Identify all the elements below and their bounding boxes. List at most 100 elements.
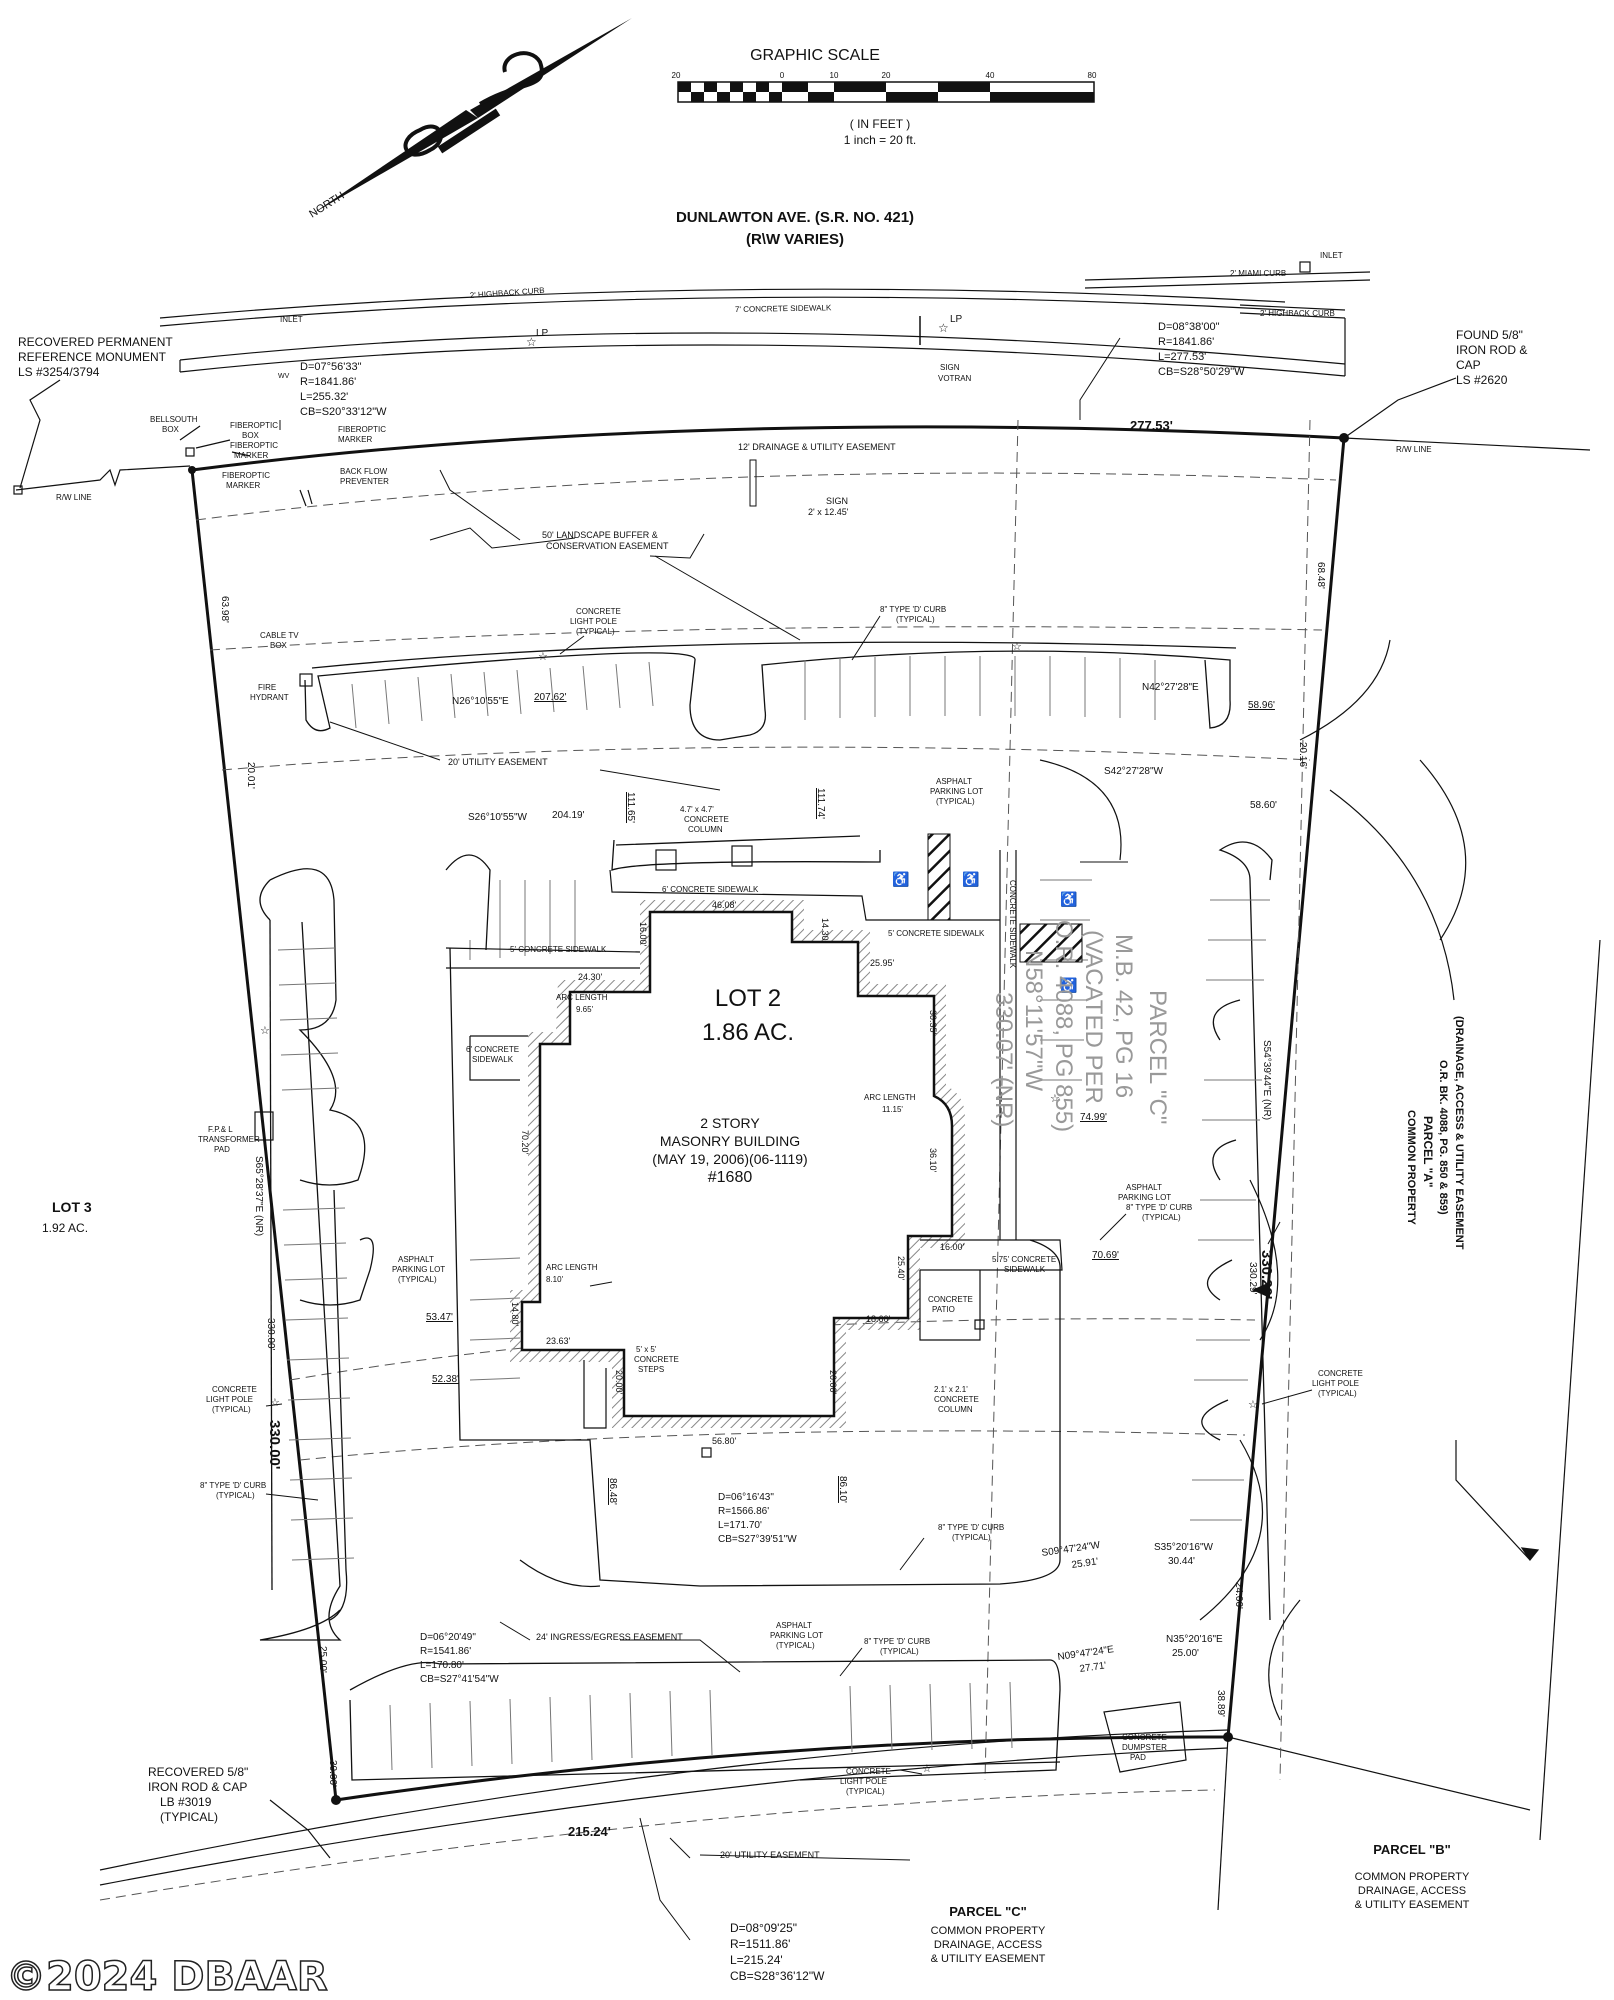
dist-5860: 58.60' (1250, 800, 1277, 811)
curb-d-bottom-2: (TYPICAL) (880, 1647, 919, 1656)
arc-length-1b: 9.65' (576, 1005, 594, 1014)
dim-18-60: 18.60' (866, 1314, 891, 1324)
dist-left: 330.00' (266, 1420, 283, 1469)
parcel-c-bottom-4: & UTILITY EASEMENT (931, 1953, 1046, 1965)
curb-right-label: 2' HIGHBACK CURB (1260, 309, 1335, 318)
recovered-rod-3: LB #3019 (160, 1795, 212, 1809)
lot3-name: LOT 3 (52, 1199, 92, 1215)
dist-5347: 53.47' (426, 1312, 453, 1323)
dumpster-1: CONCRETE (1122, 1733, 1167, 1742)
dim-14-30: 14.30' (820, 918, 830, 943)
parcel-a-4: COMMON PROPERTY (1405, 1110, 1417, 1226)
sidewalk-6-left-2: SIDEWALK (472, 1055, 514, 1064)
road-rw: (R\W VARIES) (746, 231, 844, 248)
fiberoptic-marker-2: MARKER (338, 435, 372, 444)
steps-1: 5' x 5' (636, 1345, 657, 1354)
bearing-s35: S35°20'16"W (1154, 1542, 1213, 1553)
curve-right-d: D=08°38'00" (1158, 321, 1220, 333)
light-pole-right-2: LIGHT POLE (1312, 1379, 1359, 1388)
light-star-right-icon: ☆ (938, 321, 949, 335)
drainage-12-label: 12' DRAINAGE & UTILITY EASEMENT (738, 442, 896, 452)
scale-units: ( IN FEET ) (850, 117, 910, 131)
dim-70-20: 70.20' (520, 1130, 530, 1155)
lot-area: 1.86 AC. (702, 1019, 794, 1046)
arc-length-1a: ARC LENGTH (556, 993, 608, 1002)
parking-bottom-3: (TYPICAL) (776, 1641, 815, 1650)
dim-23-63: 23.63' (546, 1336, 571, 1346)
landscape-2: CONSERVATION EASEMENT (546, 541, 669, 551)
bellsouth-2: BOX (162, 425, 180, 434)
bearing-n26: N26°10'55"E (452, 696, 509, 707)
light-pole-icon-6: ☆ (922, 1763, 932, 1775)
road-lines (159, 261, 1371, 377)
dist-7069: 70.69' (1092, 1250, 1119, 1261)
watermark: ©2024 DBAAR (6, 1954, 328, 2000)
curve-left-l: L=255.32' (300, 391, 348, 403)
building-type: MASONRY BUILDING (660, 1133, 800, 1149)
parking-right-1: ASPHALT (1126, 1183, 1162, 1192)
dist-2500r: 25.00' (1172, 1648, 1199, 1659)
sidewalk-575-2: SIDEWALK (1004, 1265, 1046, 1274)
dist-right-small: 330.29' (1247, 1262, 1258, 1295)
accessible-icon-4: ♿ (1060, 977, 1077, 994)
light-pole-top-3: (TYPICAL) (576, 627, 615, 636)
light-pole-top-1: CONCRETE (576, 607, 621, 616)
lp-right-label: LP (950, 314, 963, 325)
parcel-c-vacated-1: PARCEL "C" (1144, 990, 1171, 1124)
sidewalk-5a-label: 5' CONCRETE SIDEWALK (510, 945, 607, 954)
found-rod-3: CAP (1456, 358, 1481, 372)
curve-lower-l: L=170.80' (420, 1660, 464, 1671)
light-pole-icon-5: ☆ (1248, 1399, 1258, 1411)
backflow-2: PREVENTER (340, 477, 389, 486)
column-21-3: COLUMN (938, 1405, 973, 1414)
dist-7499: 74.99' (1080, 1112, 1107, 1123)
scale-tick-20a: 20 (672, 71, 681, 80)
scale-tick-0: 0 (780, 71, 785, 80)
dist-5238: 52.38' (432, 1374, 459, 1385)
light-star-left-icon: ☆ (526, 335, 537, 349)
rw-line-right: R/W LINE (1396, 445, 1432, 454)
sidewalk-5b-label: 5' CONCRETE SIDEWALK (888, 929, 985, 938)
lot-name: LOT 2 (715, 985, 781, 1012)
parking-left-2: PARKING LOT (392, 1265, 445, 1274)
dist-2500l: 25.00' (317, 1646, 328, 1673)
parcel-a-2: O.R. BK. 4088, PG. 850 & 859) (1437, 1060, 1449, 1215)
miami-curb-label: 2' MIAMI CURB (1230, 269, 1286, 278)
sign-label-1: SIGN (826, 496, 848, 506)
cable-tv-1: CABLE TV (260, 631, 299, 640)
transformer-1: F.P.& L (208, 1125, 233, 1134)
light-pole-bottom-3: (TYPICAL) (846, 1787, 885, 1796)
sign-label-2: 2' x 12.45' (808, 507, 849, 517)
landscape-1: 50' LANDSCAPE BUFFER & (542, 530, 658, 540)
recovered-rod-1: RECOVERED 5/8" (148, 1765, 248, 1779)
curve-bottom-d: D=08°09'25" (730, 1921, 797, 1935)
column-47-2: CONCRETE (684, 815, 729, 824)
dim-20-00b: 20.00' (828, 1370, 838, 1395)
curve-left-d: D=07°56'33" (300, 361, 362, 373)
ref-monument-3: LS #3254/3794 (18, 365, 100, 379)
curb-lines (259, 641, 1273, 1781)
dist-top: 277.53' (1130, 418, 1173, 433)
bellsouth-1: BELLSOUTH (150, 415, 198, 424)
parcel-c-vacated-3: (VACATED PER (1080, 930, 1107, 1104)
rw-line-left: R/W LINE (56, 493, 92, 502)
parcel-b-4: & UTILITY EASEMENT (1355, 1899, 1470, 1911)
dim-24-30: 24.30' (578, 972, 603, 982)
parcel-c-vacated-6: 330.07' (NR) (990, 992, 1017, 1127)
sign-votran-1: SIGN (940, 363, 960, 372)
parcel-c-vacated-2: M.B. 42, PG 16 (1110, 934, 1137, 1098)
light-pole-bottom-2: LIGHT POLE (840, 1777, 887, 1786)
dim-30-35: 30.35' (928, 1010, 938, 1035)
dim-20-00a: 20.00' (614, 1370, 624, 1395)
backflow-1: BACK FLOW (340, 467, 388, 476)
bearing-n42: N42°27'28"E (1142, 682, 1199, 693)
building-number: #1680 (708, 1169, 753, 1186)
curve-bottom-cb: CB=S28°36'12"W (730, 1969, 825, 1983)
curve-lower-d: D=06°20'49" (420, 1632, 476, 1643)
inlet-left-label: INLET (280, 315, 303, 324)
curve-center-r: R=1566.86' (718, 1506, 769, 1517)
fiberoptic-box-2: BOX (242, 431, 260, 440)
curb-d-right-2: (TYPICAL) (1142, 1213, 1181, 1222)
light-pole-icon-3: ☆ (260, 1025, 270, 1037)
